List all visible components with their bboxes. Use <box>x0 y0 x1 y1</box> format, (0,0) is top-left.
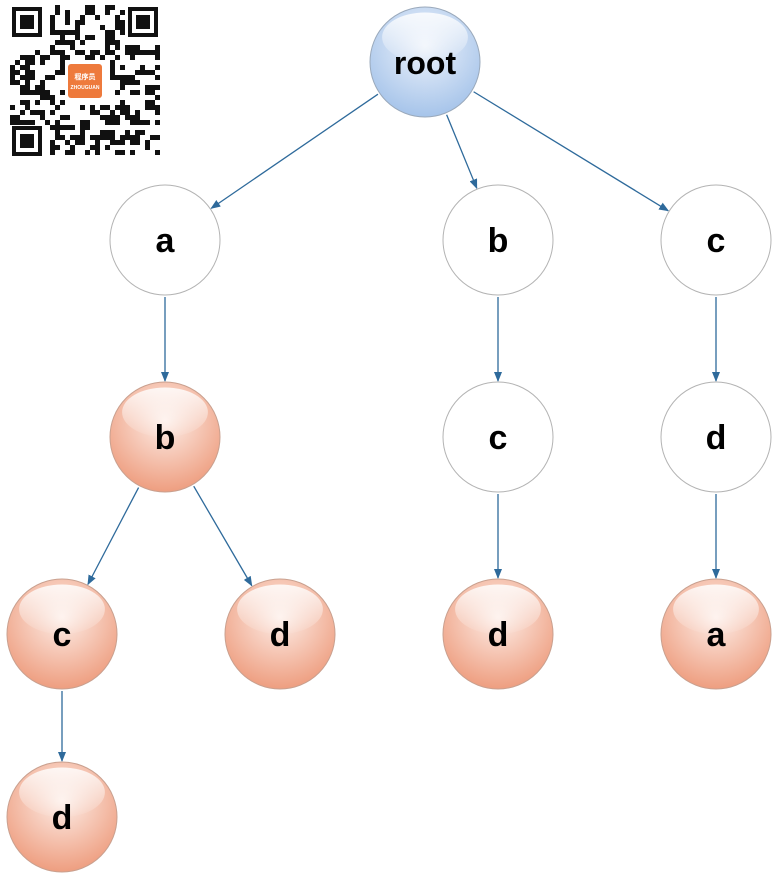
node-label: d <box>706 419 727 457</box>
node-a2: a <box>660 578 772 690</box>
node-circle <box>442 381 554 493</box>
qr-finder-top-left <box>12 7 42 37</box>
node-circle <box>109 184 221 296</box>
node-label: b <box>488 222 509 260</box>
node-circle <box>660 184 772 296</box>
edge-root-to-c1 <box>473 91 670 212</box>
nodes: root a b c b c d c d d a d <box>6 6 772 873</box>
node-label: root <box>394 45 457 81</box>
node-d4: d <box>6 761 118 873</box>
node-d1: d <box>660 381 772 493</box>
node-c2: c <box>442 381 554 493</box>
node-gloss <box>19 584 105 634</box>
node-c1: c <box>660 184 772 296</box>
node-label: a <box>156 222 176 260</box>
qr-center-logo: 程序员 ZHOUGUAN <box>65 61 105 101</box>
node-b2: b <box>109 381 221 493</box>
edge-b2-to-d2 <box>193 485 253 587</box>
edge-root-to-b1 <box>446 114 478 190</box>
node-label: d <box>270 616 291 654</box>
node-gloss <box>673 584 759 634</box>
qr-finder-bottom-left <box>12 126 42 156</box>
qr-logo-line2: ZHOUGUAN <box>71 85 100 91</box>
edge-root-to-a1 <box>210 93 379 209</box>
node-label: a <box>707 616 727 654</box>
node-gloss <box>382 12 468 62</box>
node-d2: d <box>224 578 336 690</box>
node-c3: c <box>6 578 118 690</box>
node-circle <box>660 381 772 493</box>
node-label: c <box>707 222 726 260</box>
node-label: c <box>53 616 72 654</box>
qr-logo-line1: 程序员 <box>75 72 96 81</box>
qr-code-image: 程序员 ZHOUGUAN <box>10 5 160 158</box>
node-label: d <box>488 616 509 654</box>
edges <box>58 91 720 762</box>
node-b1: b <box>442 184 554 296</box>
node-root: root <box>369 6 481 118</box>
node-gloss <box>19 767 105 817</box>
node-label: c <box>489 419 508 457</box>
node-circle <box>442 184 554 296</box>
qr-finder-top-right <box>128 7 158 37</box>
node-gloss <box>237 584 323 634</box>
node-a1: a <box>109 184 221 296</box>
node-label: d <box>52 799 73 837</box>
node-d3: d <box>442 578 554 690</box>
edge-b2-to-c3 <box>87 487 140 586</box>
node-gloss <box>122 387 208 437</box>
node-label: b <box>155 419 176 457</box>
node-gloss <box>455 584 541 634</box>
